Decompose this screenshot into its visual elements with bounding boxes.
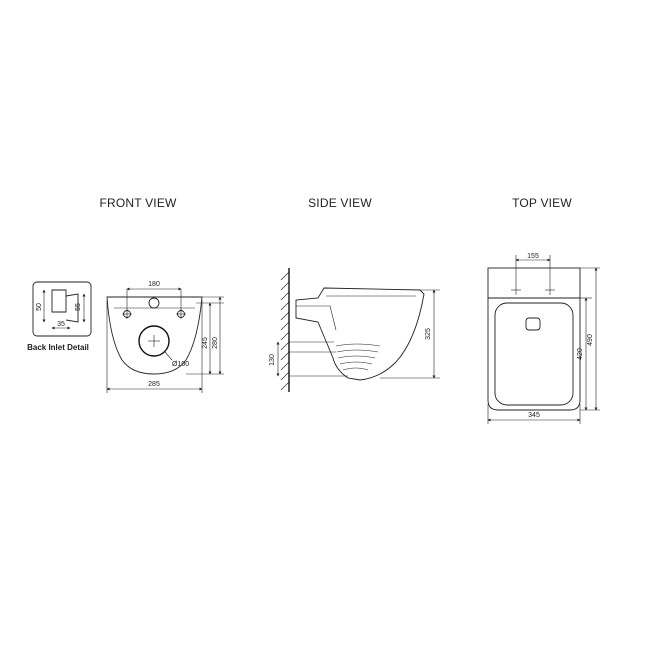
side-trapway: [335, 343, 381, 371]
top-back-section: [487, 267, 581, 299]
front-view: Ø100 180 285 245 280: [106, 281, 224, 393]
front-body-outline: [106, 296, 203, 375]
top-hinge: [525, 317, 541, 331]
top-view: 155 420 490 345: [487, 253, 600, 424]
front-dim-width-top: 180: [148, 281, 160, 288]
back-inlet-detail: 50 55 35 Back Inlet Detail: [27, 281, 92, 352]
detail-dim-left: 50: [36, 303, 43, 311]
detail-frame: [32, 281, 92, 337]
side-dim-wall: 130: [269, 354, 276, 366]
top-dim-top: 155: [527, 253, 539, 260]
top-bowl-opening: [494, 302, 574, 406]
top-body-outline: [487, 297, 581, 411]
front-center-inlet: [148, 297, 160, 309]
front-dim-height-inner: 245: [202, 337, 209, 349]
front-view-title: FRONT VIEW: [99, 196, 177, 210]
side-dim-height: 325: [425, 328, 432, 340]
detail-dim-right: 55: [75, 303, 82, 311]
detail-label: Back Inlet Detail: [27, 343, 89, 352]
top-view-title: TOP VIEW: [512, 196, 572, 210]
top-dim-inner: 420: [577, 348, 584, 360]
front-dim-width-bottom: 285: [148, 381, 160, 388]
side-bowl-outline: [295, 287, 425, 381]
side-wall-hatch: [280, 271, 290, 391]
detail-pipe: [65, 293, 79, 323]
front-outlet: [138, 325, 170, 357]
side-view: 130 325: [269, 268, 440, 392]
top-dim-outer: 490: [587, 334, 594, 346]
front-dim-outlet: Ø100: [172, 361, 189, 368]
detail-socket: [51, 289, 67, 313]
front-dim-height-outer: 280: [212, 337, 219, 349]
side-view-title: SIDE VIEW: [308, 196, 372, 210]
top-dim-bottom: 345: [528, 412, 540, 419]
detail-dim-bottom: 35: [57, 321, 65, 328]
side-inner-line: [296, 305, 337, 331]
